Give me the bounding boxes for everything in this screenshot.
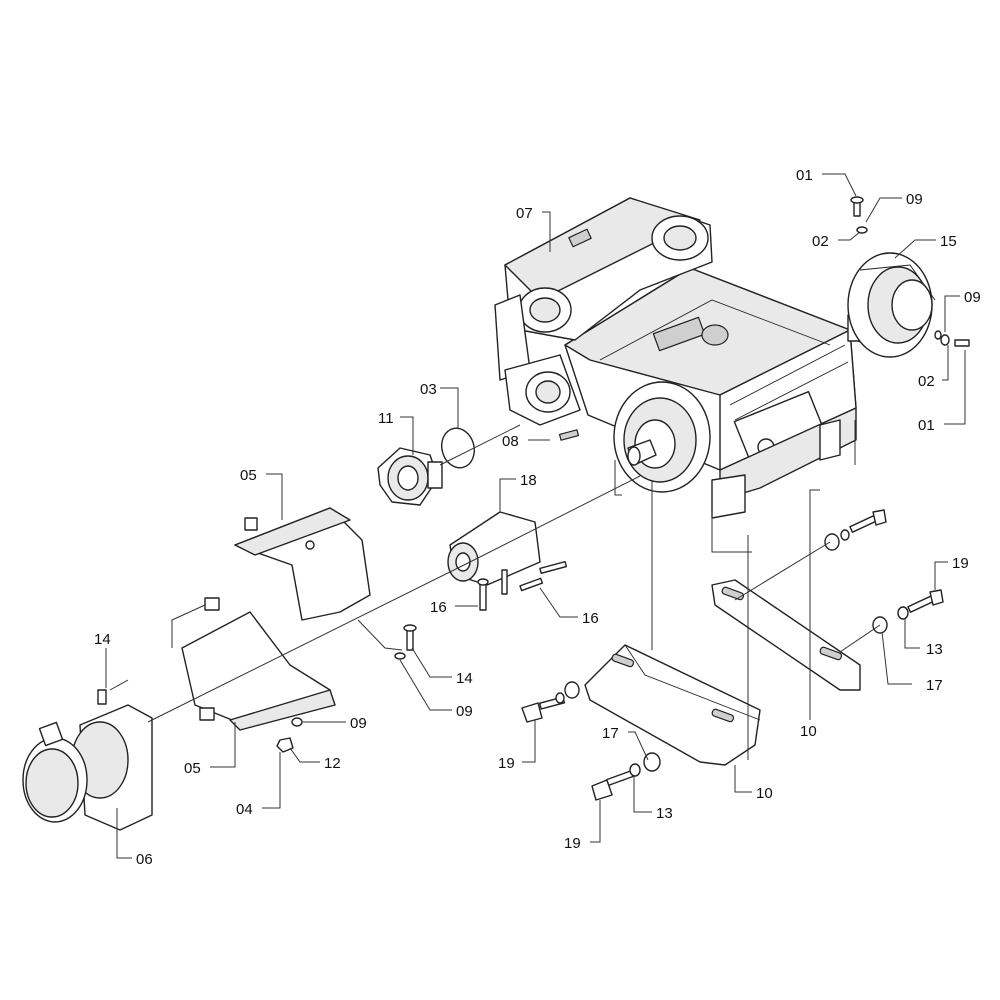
- coupling-sleeve: [447, 511, 541, 586]
- callout-11: 11: [378, 410, 394, 427]
- leader-13a: [904, 618, 920, 649]
- leader-19c: [590, 800, 601, 843]
- callout-05: 05: [184, 760, 201, 777]
- pulley-cover: [847, 252, 936, 358]
- callout-18: 18: [520, 472, 537, 489]
- leader-14b: [411, 647, 452, 678]
- rail-bolt-right-lower: [872, 589, 944, 634]
- rail-bolt-left-upper: [521, 681, 580, 723]
- shaft-key: [558, 429, 580, 441]
- leader-01b: [944, 350, 966, 425]
- coupling-screw-a: [477, 578, 489, 611]
- coupling-screw-c: [519, 577, 544, 592]
- callout-19: 19: [498, 755, 515, 772]
- callout-06: 06: [136, 851, 153, 868]
- assembly-path-foot-b: [614, 460, 622, 496]
- leader-15: [894, 239, 936, 259]
- callout-08: 08: [502, 433, 519, 450]
- assembly-path-guard-bolt: [357, 619, 403, 651]
- assembly-axis-main: [147, 475, 641, 723]
- assembly-path-bolt-right-lower: [839, 624, 881, 653]
- rail-bolt-right-upper: [824, 509, 887, 551]
- coupling-screw-b: [501, 569, 508, 595]
- callout-19: 19: [564, 835, 581, 852]
- callout-01: 01: [918, 417, 935, 434]
- callout-01: 01: [796, 167, 813, 184]
- callout-17: 17: [602, 725, 619, 742]
- callout-10: 10: [800, 723, 817, 740]
- leader-11: [400, 416, 414, 455]
- assembly-axis-plug: [439, 424, 521, 466]
- callout-17: 17: [926, 677, 943, 694]
- rail-bolt-left-lower: [591, 752, 661, 801]
- leader-05b: [210, 722, 236, 768]
- callout-09: 09: [964, 289, 981, 306]
- callout-03: 03: [420, 381, 437, 398]
- leader-18: [499, 478, 516, 512]
- leader-10b: [734, 765, 752, 793]
- leader-09c: [399, 659, 452, 711]
- callout-04: 04: [236, 801, 253, 818]
- coupling-screw-d: [539, 561, 568, 574]
- callout-13: 13: [926, 641, 943, 658]
- leader-02a: [838, 231, 861, 241]
- leader-16b: [539, 587, 578, 618]
- callout-19: 19: [952, 555, 969, 572]
- mounting-rail-right: [711, 579, 861, 691]
- leader-09a: [865, 197, 902, 223]
- callout-14: 14: [456, 670, 473, 687]
- assembly-path-bolt-right: [734, 541, 831, 601]
- guard-bolt: [394, 624, 417, 660]
- leader-06: [116, 808, 132, 859]
- leader-01a: [822, 173, 857, 197]
- o-ring: [441, 427, 475, 469]
- callout-09: 09: [456, 703, 473, 720]
- assembly-path-foot-a: [711, 510, 752, 553]
- leader-03: [440, 387, 459, 428]
- cover-bolt-top: [850, 196, 868, 234]
- callout-15: 15: [940, 233, 957, 250]
- callout-07: 07: [516, 205, 533, 222]
- leader-04: [262, 752, 281, 809]
- leader-12: [289, 747, 320, 763]
- callout-12: 12: [324, 755, 341, 772]
- assembly-path-guard: [171, 604, 206, 648]
- callout-09: 09: [906, 191, 923, 208]
- guard-washer-nut: [276, 717, 303, 753]
- callout-14: 14: [94, 631, 111, 648]
- mounting-rail-left: [584, 644, 761, 766]
- leader-19b: [522, 720, 536, 763]
- leader-17a: [881, 631, 912, 685]
- callout-13: 13: [656, 805, 673, 822]
- plug-fitting: [377, 447, 443, 506]
- callout-05: 05: [240, 467, 257, 484]
- lower-guard: [181, 597, 336, 731]
- callout-16: 16: [430, 599, 447, 616]
- leader-02b: [942, 345, 949, 381]
- leader-10a: [809, 489, 820, 720]
- callout-09: 09: [350, 715, 367, 732]
- manifold-head: [494, 197, 713, 426]
- leader-13b: [633, 775, 652, 813]
- leader-17b: [628, 731, 649, 761]
- leader-19a: [934, 561, 948, 590]
- assembly-path-adapter-bolt: [109, 679, 129, 691]
- callout-02: 02: [812, 233, 829, 250]
- motor-adapter: [22, 689, 153, 831]
- leader-07: [542, 211, 551, 252]
- leader-09b: [944, 295, 960, 332]
- cover-bolt-right: [934, 330, 970, 347]
- callout-02: 02: [918, 373, 935, 390]
- callout-10: 10: [756, 785, 773, 802]
- callout-16: 16: [582, 610, 599, 627]
- leader-05a: [266, 473, 283, 520]
- upper-guard: [234, 507, 371, 621]
- front-flange: [613, 381, 711, 493]
